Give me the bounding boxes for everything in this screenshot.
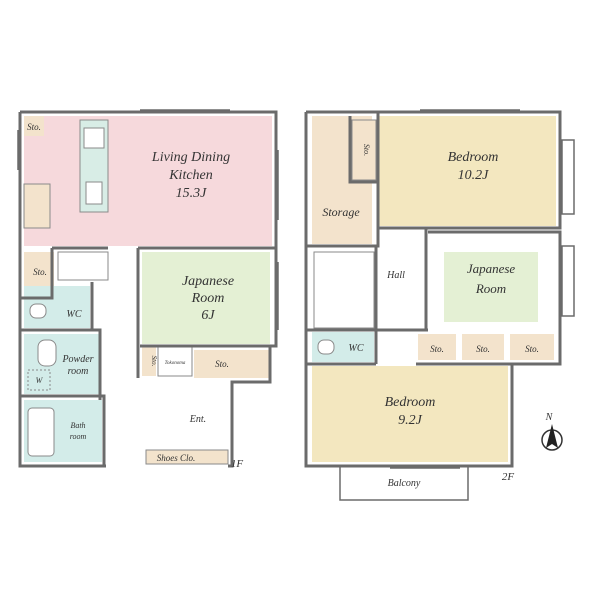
balcony-label: Balcony xyxy=(388,478,421,489)
japanese-room-1f-line1: Japanese xyxy=(182,274,234,289)
sto-2f-3 xyxy=(510,334,554,360)
storage-2f-label: Storage xyxy=(322,205,360,219)
japanese-room-2f-line1: Japanese xyxy=(467,261,516,276)
bedroom-top-name: Bedroom xyxy=(448,150,499,165)
sto-2f-2-label: Sto. xyxy=(476,344,490,354)
ldk-room xyxy=(24,116,272,246)
storage-small-1f-label: Sto. xyxy=(150,356,158,367)
toilet-1f xyxy=(29,303,47,319)
storage-bottom-1f xyxy=(194,350,270,378)
powder-room-line2: room xyxy=(68,366,89,377)
stair-2f xyxy=(313,251,375,329)
bedroom-top-size: 10.2J xyxy=(458,168,490,183)
storage-top-1f xyxy=(24,116,44,136)
windows-1f xyxy=(17,109,279,330)
floor-2 xyxy=(304,109,575,501)
kitchen-stove xyxy=(83,127,105,149)
stair-1f xyxy=(57,251,109,281)
japanese-room-2f xyxy=(444,252,538,322)
windows-2f xyxy=(390,109,575,469)
storage-small-top-2f xyxy=(351,119,377,181)
bedroom-top xyxy=(378,116,556,226)
bedroom-bottom xyxy=(312,366,508,462)
japanese-room-1f xyxy=(142,252,270,344)
hall-2f-label: Hall xyxy=(386,270,405,281)
ldk-size: 15.3J xyxy=(176,186,208,201)
ldk-name-line1: Living Dining xyxy=(151,150,230,165)
storage-small-top-2f-label: Sto. xyxy=(362,144,371,156)
bath-room-line1: Bath xyxy=(70,421,85,430)
bath-room-line2: room xyxy=(70,432,87,441)
walls-2f xyxy=(304,110,562,468)
bedroom-bottom-name: Bedroom xyxy=(385,395,436,410)
washbasin-1f xyxy=(37,339,57,367)
floor-1-level: 1F xyxy=(231,458,244,470)
toilet-2f xyxy=(317,339,335,355)
ldk-name-line2: Kitchen xyxy=(168,168,213,183)
balcony xyxy=(339,465,469,501)
powder-room-line1: Powder xyxy=(61,354,93,365)
bedroom-bottom-size: 9.2J xyxy=(398,413,423,428)
sto-2f-2 xyxy=(462,334,504,360)
japanese-room-2f-line2: Room xyxy=(475,281,506,296)
storage-left-1f-label: Sto. xyxy=(33,267,47,277)
powder-room xyxy=(24,334,100,394)
sto-2f-3-label: Sto. xyxy=(525,344,539,354)
shoes-closet-label: Shoes Clo. xyxy=(157,453,196,463)
tokonoma-label: Tokonoma xyxy=(165,361,186,366)
compass-label: N xyxy=(545,412,554,423)
entrance xyxy=(146,380,226,450)
sto-2f-1-label: Sto. xyxy=(430,344,444,354)
wc-2f-label: WC xyxy=(349,343,364,354)
floor-1 xyxy=(17,109,279,468)
storage-top-1f-label: Sto. xyxy=(27,122,41,132)
storage-bottom-1f-label: Sto. xyxy=(215,359,229,369)
sto-2f-1 xyxy=(418,334,456,360)
cupboard xyxy=(23,183,51,229)
bathtub xyxy=(27,407,55,457)
shoes-closet xyxy=(145,449,229,465)
japanese-room-1f-line2: Room xyxy=(191,291,225,306)
washer-label: W xyxy=(36,376,44,385)
wc-1f-label: WC xyxy=(67,309,82,320)
north-arrow-icon xyxy=(541,424,563,451)
walls-1f xyxy=(18,110,278,468)
floor-2-level: 2F xyxy=(502,471,515,483)
washer-box xyxy=(27,369,51,391)
kitchen-sink xyxy=(85,181,103,205)
storage-small-1f xyxy=(142,346,156,376)
japanese-room-1f-size: 6J xyxy=(201,308,215,323)
entrance-label: Ent. xyxy=(189,414,206,425)
